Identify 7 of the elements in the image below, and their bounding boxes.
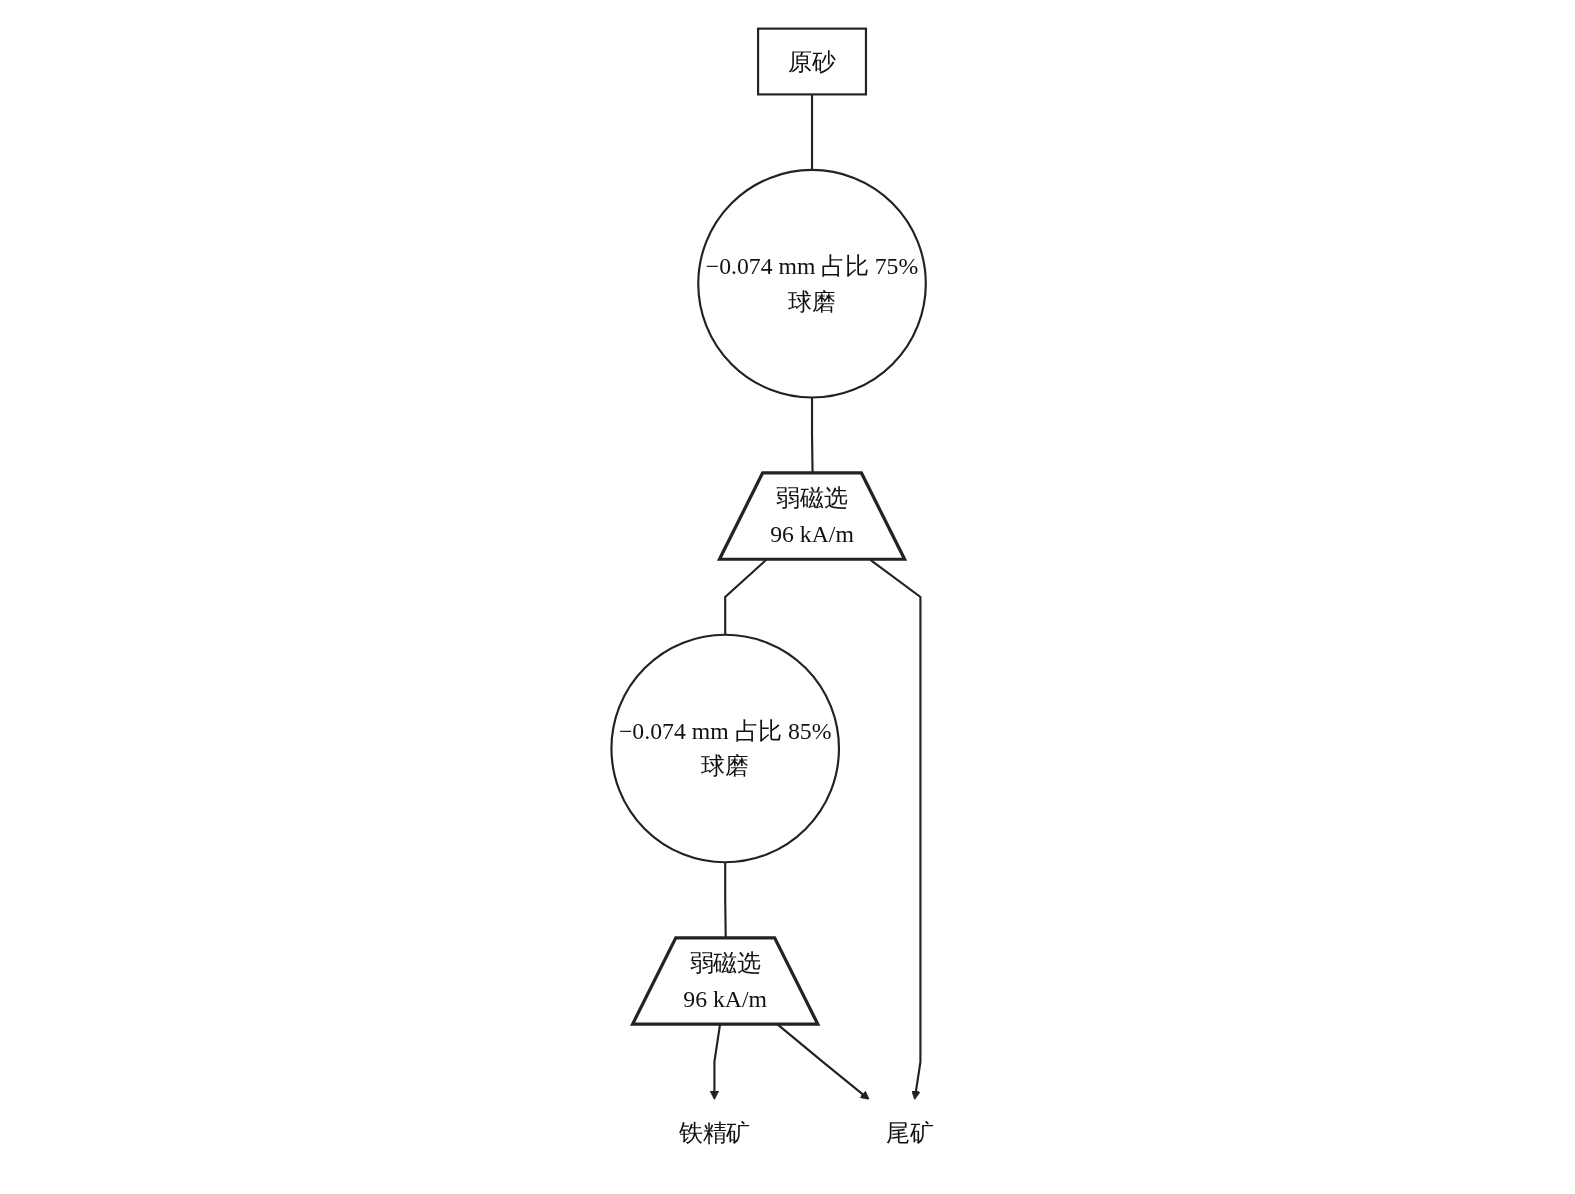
node-circle <box>697 168 927 399</box>
node-box <box>757 27 868 96</box>
connector <box>810 94 814 170</box>
flowsheet-diagram: 原砂 −0.074 mm 占比 75% 球磨 弱磁选 96 kA/m −0.074 mm 占比 85% 球磨 弱磁选 96 kA/m 铁精矿 尾矿 <box>20 20 1555 1174</box>
node-text: 铁精矿 <box>678 1118 751 1146</box>
node-text: 尾矿 <box>885 1118 934 1146</box>
node-circle <box>610 633 841 864</box>
